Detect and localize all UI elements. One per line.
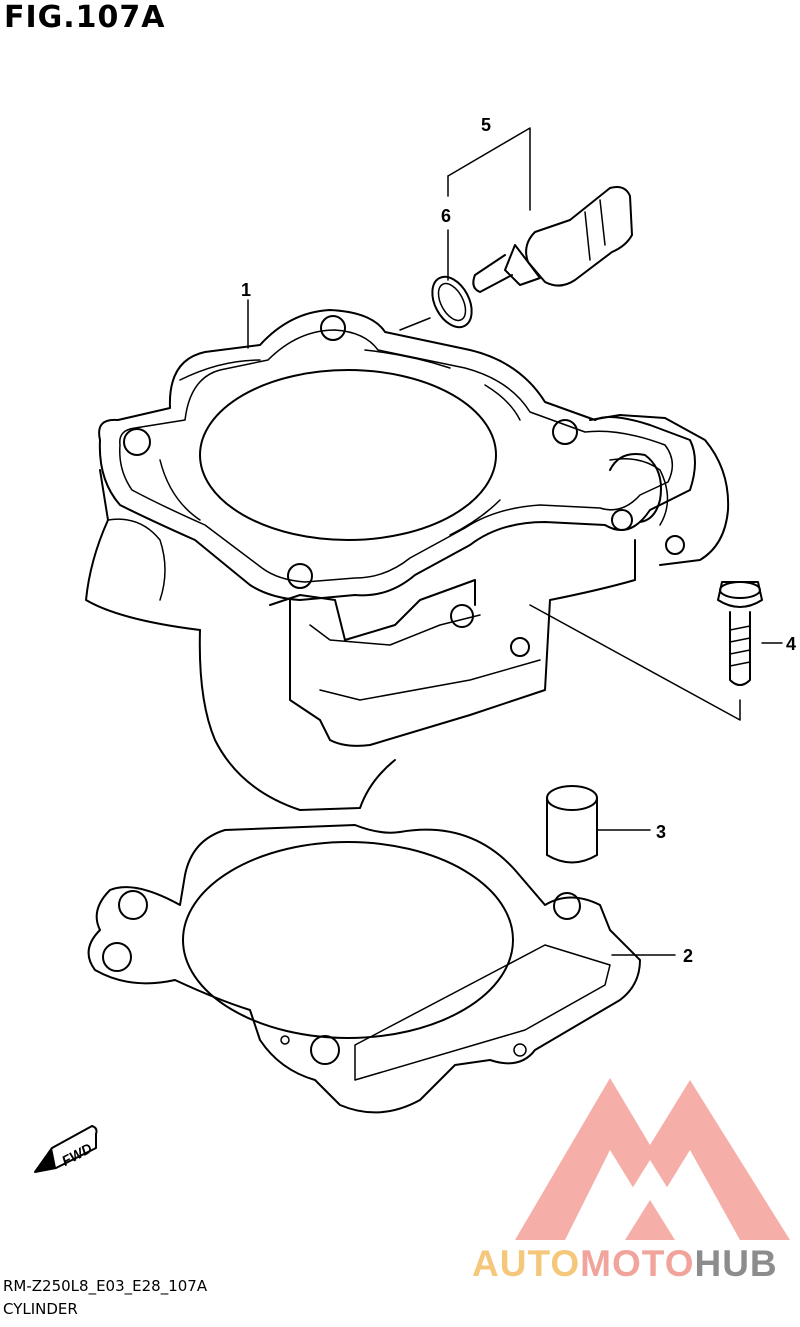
bolt-drawing — [717, 581, 763, 686]
o-ring-drawing — [431, 275, 473, 329]
forward-arrow-icon: FWD — [34, 1125, 98, 1173]
watermark-text: AUTOMOTOHUB — [472, 1243, 778, 1285]
leader-lines — [247, 127, 783, 956]
callout-1: 1 — [241, 280, 251, 300]
callout-6: 6 — [441, 206, 451, 226]
callout-4: 4 — [786, 634, 796, 654]
gasket-drawing — [87, 824, 641, 1114]
figure-code: RM-Z250L8_E03_E28_107A — [3, 1277, 208, 1295]
callout-5: 5 — [481, 115, 491, 135]
figure-name: CYLINDER — [3, 1300, 78, 1318]
callout-3: 3 — [656, 822, 666, 842]
cylinder-drawing — [85, 309, 730, 811]
temperature-sensor-drawing — [472, 186, 633, 293]
watermark-moto: MOTO — [580, 1243, 695, 1284]
watermark-hub: HUB — [694, 1243, 778, 1284]
watermark-auto: AUTO — [472, 1243, 581, 1284]
dowel-pin-drawing — [546, 785, 598, 864]
figure-title: FIG.107A — [4, 0, 166, 35]
callout-2: 2 — [683, 946, 693, 966]
watermark-logo — [515, 1078, 790, 1240]
